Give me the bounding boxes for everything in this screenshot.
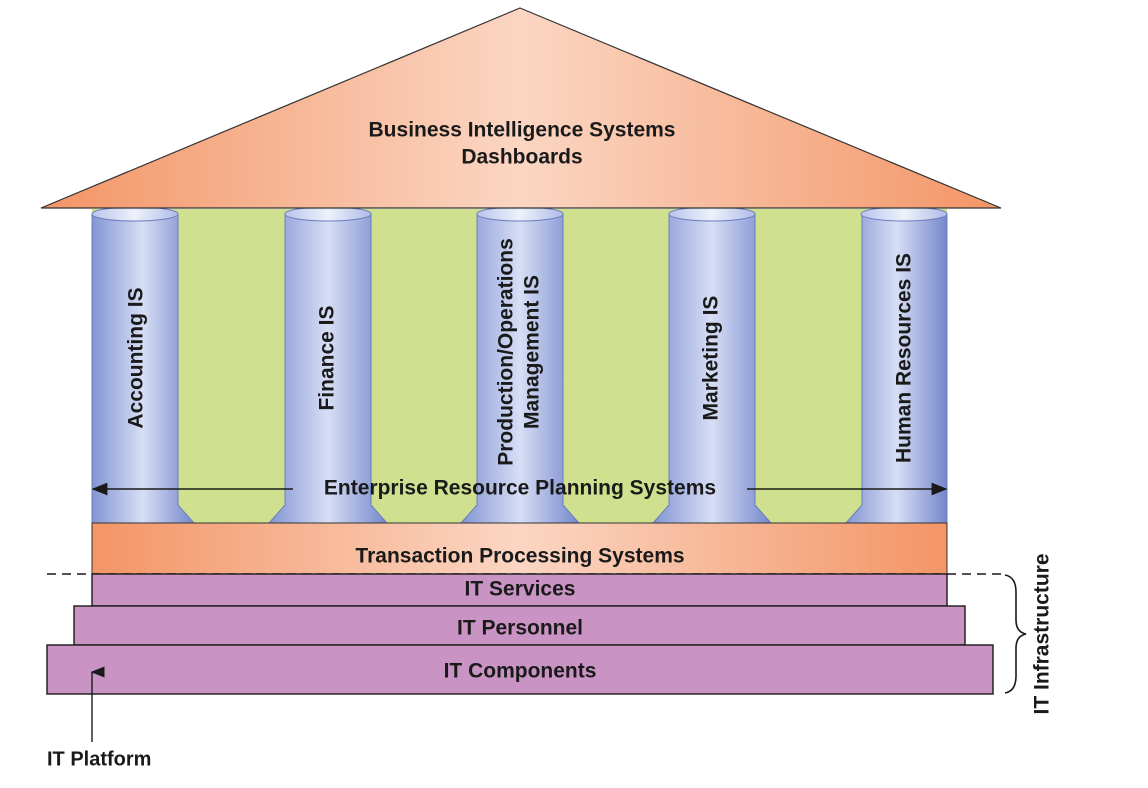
erp-label: Enterprise Resource Planning Systems bbox=[324, 477, 716, 500]
pillar-label-marketing: Marketing IS bbox=[700, 296, 723, 421]
pillar-label-accounting: Accounting IS bbox=[125, 287, 148, 428]
roof-triangle bbox=[40, 7, 1002, 209]
it-personnel-step bbox=[73, 605, 966, 646]
it-components-step bbox=[46, 644, 994, 695]
pillar-accounting bbox=[91, 206, 196, 524]
pillar-label-production-line2: Management IS bbox=[521, 275, 544, 429]
pillar-label-finance: Finance IS bbox=[316, 305, 339, 410]
tps-band bbox=[91, 522, 948, 575]
tps-label: Transaction Processing Systems bbox=[355, 545, 684, 568]
pillars-group bbox=[91, 206, 948, 524]
pillar-marketing bbox=[651, 206, 773, 524]
roof-title-line2: Dashboards bbox=[461, 146, 582, 169]
infrastructure-brace bbox=[1004, 574, 1027, 694]
it-personnel-label: IT Personnel bbox=[457, 617, 583, 640]
pillar-human-resources bbox=[844, 206, 948, 524]
pillar-label-human-resources: Human Resources IS bbox=[893, 253, 916, 463]
pillar-label-production-line1: Production/Operations bbox=[495, 238, 518, 466]
it-components-label: IT Components bbox=[444, 660, 597, 683]
roof-title-line1: Business Intelligence Systems bbox=[369, 119, 676, 142]
pillar-labels: Accounting IS Finance IS Production/Oper… bbox=[125, 238, 916, 466]
it-services-label: IT Services bbox=[465, 578, 576, 601]
it-infrastructure-label: IT Infrastructure bbox=[1031, 553, 1054, 714]
it-platform-label: IT Platform bbox=[47, 748, 151, 770]
